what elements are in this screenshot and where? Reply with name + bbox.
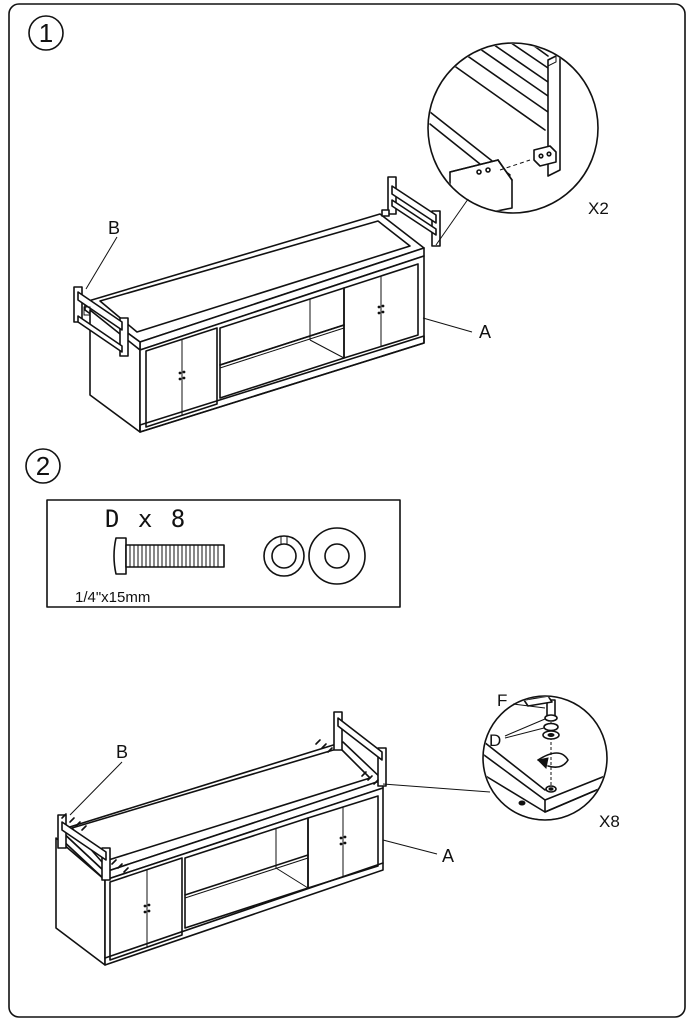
detail-circle-1: X2	[427, 42, 609, 246]
leader-a2	[382, 839, 438, 855]
leader-b	[85, 236, 118, 290]
label-d: D	[489, 731, 501, 750]
label-a: A	[479, 322, 491, 342]
detail-circle-2: F D X8	[482, 691, 620, 831]
detail-count-x8: X8	[599, 812, 620, 831]
leader-f	[512, 703, 546, 709]
leader-d-2	[504, 727, 545, 739]
step-1-circle	[28, 15, 64, 51]
step-1-number: 1	[39, 18, 53, 48]
label-a2: A	[442, 846, 454, 866]
frame-b-left	[73, 286, 129, 357]
bolt-icon	[113, 537, 225, 575]
leader-a	[422, 317, 473, 333]
step-2-number: 2	[36, 451, 50, 481]
cabinet-a	[84, 213, 425, 433]
label-b: B	[108, 218, 120, 238]
frame-b-left-step2	[57, 813, 129, 881]
step-1: 1	[28, 15, 609, 433]
frame-b-right-step2	[315, 711, 387, 787]
part-size: 1/4"x15mm	[75, 589, 150, 606]
step-2-circle	[25, 448, 61, 484]
page-frame	[8, 3, 686, 1018]
label-b2: B	[116, 742, 128, 762]
leader-d-1	[504, 718, 546, 737]
detail-count-x2: X2	[588, 199, 609, 218]
cabinet-a-step2	[55, 741, 384, 966]
step-2: 2 D x 8	[25, 448, 620, 966]
hardware-box: D x 8	[46, 499, 401, 608]
lock-washer-icon	[263, 535, 305, 577]
part-title: D x 8	[105, 505, 187, 533]
label-f: F	[497, 691, 507, 710]
frame-b-right	[381, 176, 441, 247]
leader-b2	[69, 761, 123, 816]
leader-detail2	[382, 783, 491, 793]
flat-washer-icon	[308, 527, 366, 585]
